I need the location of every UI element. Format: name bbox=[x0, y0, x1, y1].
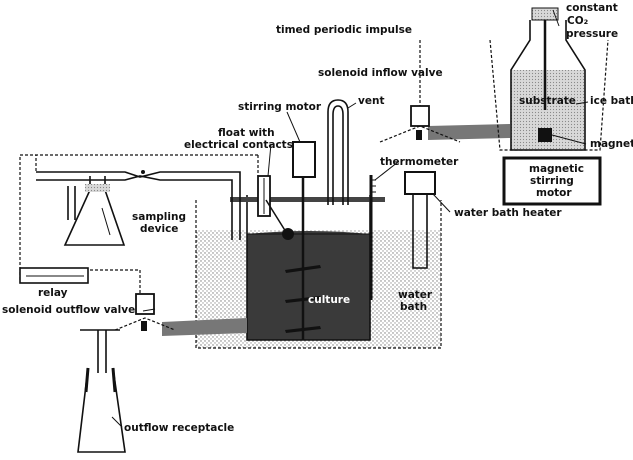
vent-tube bbox=[327, 99, 349, 205]
label-ice-bath: ice bath bbox=[590, 95, 633, 107]
label-stirring-motor: stirring motor bbox=[238, 101, 322, 113]
label-solenoid-inflow-valve: solenoid inflow valve bbox=[318, 67, 443, 79]
label-bath: bath bbox=[400, 301, 427, 313]
label-relay: relay bbox=[38, 287, 68, 299]
label-culture: culture bbox=[308, 294, 350, 306]
label-solenoid-outflow-valve: solenoid outflow valve bbox=[2, 304, 135, 316]
label-pressure: pressure bbox=[566, 28, 618, 40]
label-substrate: substrate bbox=[519, 95, 576, 107]
label-magnet: magnet bbox=[590, 138, 633, 150]
label-sampling: sampling bbox=[132, 211, 186, 223]
label-outflow-receptacle: outflow receptacle bbox=[124, 422, 234, 434]
inflow-line bbox=[379, 105, 510, 143]
label-motor: motor bbox=[536, 187, 572, 199]
label-timed-periodic-impulse: timed periodic impulse bbox=[276, 24, 412, 36]
thermometer bbox=[369, 175, 376, 300]
magnetic-stirring-motor bbox=[502, 156, 602, 206]
outflow-line bbox=[80, 293, 247, 373]
label-vent: vent bbox=[358, 95, 384, 107]
label-constant: constant bbox=[566, 2, 618, 14]
label-float-line1: float with bbox=[218, 127, 275, 139]
stirring-motor bbox=[292, 141, 316, 178]
stirrer-shaft bbox=[285, 177, 321, 340]
leader-lines bbox=[101, 9, 589, 428]
sampling-device bbox=[36, 170, 241, 246]
label-thermometer: thermometer bbox=[380, 156, 459, 168]
label-co2: CO₂ bbox=[567, 15, 589, 27]
ice-bath bbox=[489, 7, 609, 151]
label-device: device bbox=[140, 223, 178, 235]
water-bath-heater bbox=[404, 171, 436, 269]
label-water-bath-heater: water bath heater bbox=[454, 207, 562, 219]
outflow-receptacle bbox=[77, 367, 126, 453]
float-assembly bbox=[257, 175, 294, 240]
control-wires bbox=[19, 40, 421, 294]
label-float-line2: electrical contacts bbox=[184, 139, 293, 151]
label-magnetic: magnetic bbox=[529, 163, 584, 175]
vessel-lid bbox=[230, 197, 385, 202]
label-group: constant CO₂ pressure timed periodic imp… bbox=[2, 2, 633, 434]
label-water: water bbox=[398, 289, 433, 301]
label-stirring: stirring bbox=[530, 175, 574, 187]
